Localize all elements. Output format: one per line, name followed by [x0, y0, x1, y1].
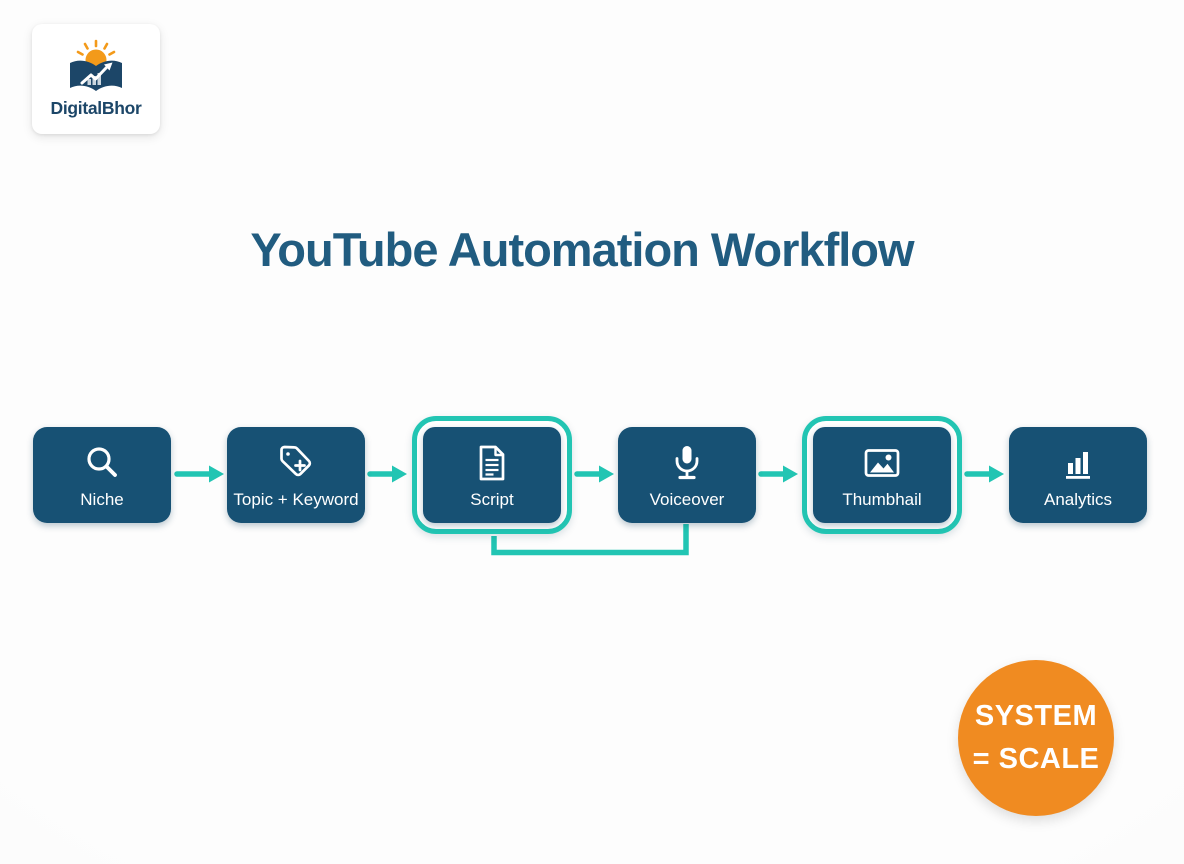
step-label: Topic + Keyword: [233, 490, 359, 509]
badge-line-1: SYSTEM: [974, 700, 1098, 732]
page-title: YouTube Automation Workflow: [250, 223, 914, 276]
workflow-step-script: Script: [423, 427, 561, 523]
search-icon: [82, 444, 122, 482]
workflow-step-voiceover: Voiceover: [618, 427, 756, 523]
brand-name: DigitalBhor: [50, 98, 142, 118]
brand-logo-card: DigitalBhor: [32, 24, 160, 134]
flow-arrow: [964, 465, 1004, 483]
flow-arrow: [574, 465, 614, 483]
system-scale-badge: SYSTEM = SCALE: [958, 660, 1114, 816]
image-icon: [862, 444, 902, 482]
step-label: Thumbhail: [842, 490, 922, 509]
step-label: Niche: [80, 490, 124, 509]
microphone-icon: [667, 444, 707, 482]
workflow-step-thumbnail-highlight: Thumbhail: [802, 416, 962, 534]
step-label: Analytics: [1043, 490, 1113, 509]
workflow-step-script-highlight: Script: [412, 416, 572, 534]
step-label: Voiceover: [649, 490, 725, 509]
badge-line-2: = SCALE: [972, 743, 1100, 775]
flow-arrow: [758, 465, 798, 483]
digitalbhor-logo-icon: [70, 39, 122, 91]
script-document-icon: [472, 444, 512, 482]
step-label: Script: [470, 490, 514, 509]
workflow-step-analytics: Analytics: [1009, 427, 1147, 523]
workflow-step-niche: Niche: [33, 427, 171, 523]
flow-arrow: [174, 465, 224, 483]
bar-chart-icon: [1058, 444, 1098, 482]
tag-plus-icon: [276, 444, 316, 482]
workflow-step-thumbnail: Thumbhail: [813, 427, 951, 523]
workflow-step-topic-keyword: Topic + Keyword: [227, 427, 365, 523]
flow-arrow: [367, 465, 407, 483]
